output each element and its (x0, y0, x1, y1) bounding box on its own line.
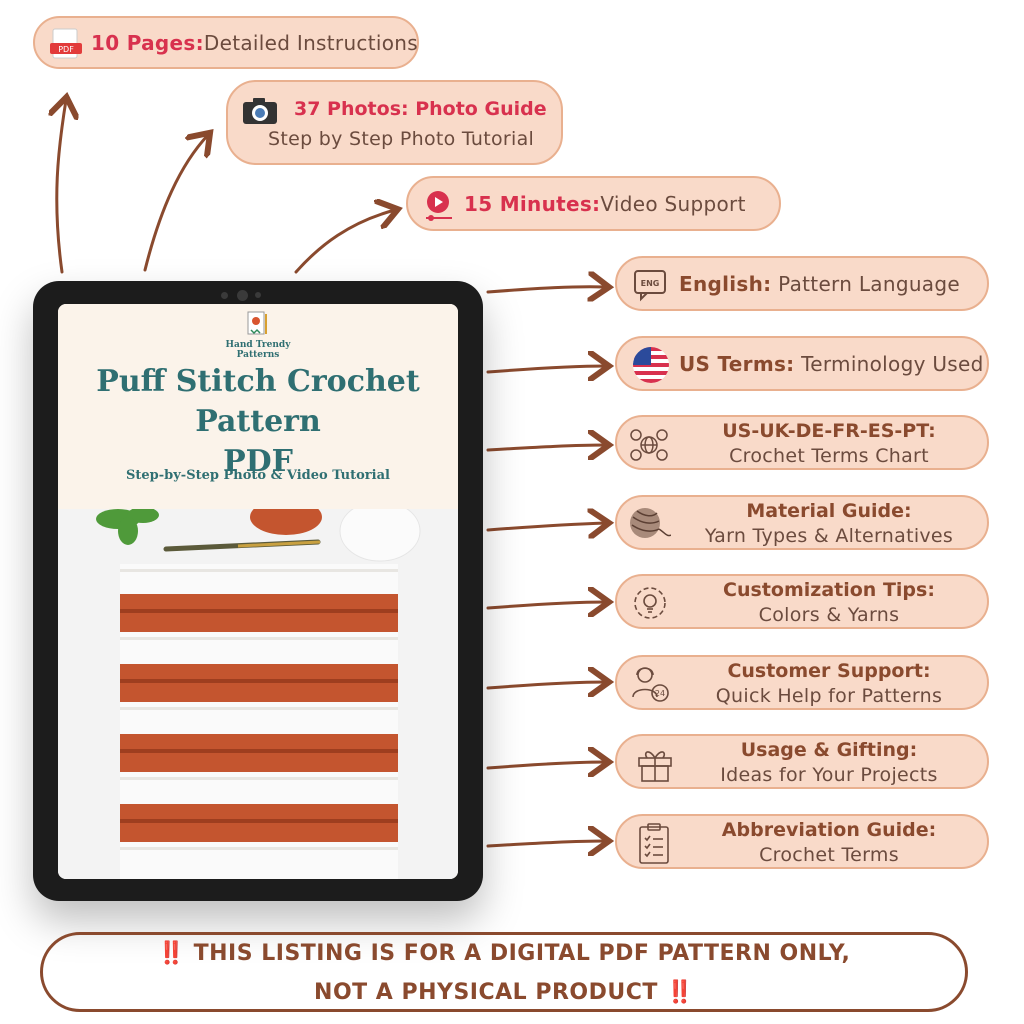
digital-only-banner: ‼️ THIS LISTING IS FOR A DIGITAL PDF PAT… (40, 932, 968, 1012)
arrow-to-us-terms (486, 366, 606, 372)
us-terms-pill: US Terms: Terminology Used (615, 336, 989, 391)
material-pill: Material Guide: Yarn Types & Alternative… (615, 495, 989, 550)
photos-pill: 37 Photos: Photo Guide Step by Step Phot… (226, 80, 563, 165)
terms-chart-pill: US-UK-DE-FR-ES-PT: Crochet Terms Chart (615, 415, 989, 470)
svg-text:24: 24 (655, 689, 665, 698)
photos-title: 37 Photos: Photo Guide (294, 98, 547, 120)
arrow-to-gifting (486, 762, 606, 768)
abbreviation-pill: Abbreviation Guide: Crochet Terms (615, 814, 989, 869)
arrow-to-customization (486, 602, 606, 608)
us-terms-desc: Terminology Used (801, 351, 984, 376)
svg-text:PDF: PDF (58, 45, 74, 54)
support-desc: Quick Help for Patterns (715, 685, 943, 707)
support-24-icon: 24 (629, 663, 671, 705)
terms-chart-desc: Crochet Terms Chart (729, 445, 929, 467)
svg-text:ENG: ENG (641, 279, 660, 288)
banner-line-2: NOT A PHYSICAL PRODUCT ‼️ (314, 980, 694, 1005)
support-pill: 24 Customer Support: Quick Help for Patt… (615, 655, 989, 710)
lightbulb-gear-icon (631, 584, 669, 622)
customization-desc: Colors & Yarns (758, 604, 900, 626)
us-terms-title: US Terms: (679, 351, 795, 376)
language-icon: ENG (633, 268, 667, 302)
pages-desc: Detailed Instructions (203, 30, 418, 55)
material-title: Material Guide: (746, 500, 912, 522)
material-desc: Yarn Types & Alternatives (704, 525, 954, 547)
abbreviation-title: Abbreviation Guide: (721, 819, 937, 841)
us-flag-icon (631, 345, 671, 385)
brand-logo (246, 310, 270, 338)
customization-pill: Customization Tips: Colors & Yarns (615, 574, 989, 629)
camera-dots (221, 289, 267, 301)
arrow-to-photos (143, 135, 208, 272)
banner-line-1: ‼️ THIS LISTING IS FOR A DIGITAL PDF PAT… (157, 941, 851, 966)
gifting-title: Usage & Gifting: (740, 739, 918, 761)
terms-chart-title: US-UK-DE-FR-ES-PT: (722, 420, 936, 442)
english-pill: ENG English: Pattern Language (615, 256, 989, 311)
camera-icon (242, 96, 278, 126)
video-play-icon (422, 188, 456, 222)
customization-title: Customization Tips: (723, 579, 935, 601)
video-length: 15 Minutes: (464, 191, 601, 216)
gifting-desc: Ideas for Your Projects (720, 764, 938, 786)
arrow-to-material (486, 523, 606, 530)
arrow-to-pages (57, 100, 66, 274)
crochet-photo (58, 499, 458, 879)
yarn-ball-icon (627, 505, 672, 543)
video-pill: 15 Minutes:Video Support (406, 176, 781, 231)
globe-languages-icon (629, 425, 669, 465)
gifting-pill: Usage & Gifting: Ideas for Your Projects (615, 734, 989, 789)
video-desc: Video Support (600, 191, 746, 216)
arrow-to-support (486, 682, 606, 688)
arrow-to-video (294, 210, 395, 274)
support-title: Customer Support: (727, 660, 931, 682)
clipboard-list-icon (637, 822, 671, 866)
photos-desc: Step by Step Photo Tutorial (268, 128, 535, 150)
arrow-to-abbreviation (486, 841, 606, 846)
pdf-icon: PDF (49, 28, 83, 60)
gift-icon (635, 744, 675, 784)
arrow-to-terms-chart (486, 445, 606, 450)
pages-count: 10 Pages: (91, 30, 204, 55)
arrow-to-english (486, 287, 606, 292)
pages-pill: PDF 10 Pages:Detailed Instructions (33, 16, 419, 69)
abbreviation-desc: Crochet Terms (759, 844, 899, 866)
cover-subtitle: Step-by-Step Photo & Video Tutorial (126, 468, 390, 483)
language-title: English: (679, 271, 772, 296)
language-desc: Pattern Language (778, 271, 960, 296)
